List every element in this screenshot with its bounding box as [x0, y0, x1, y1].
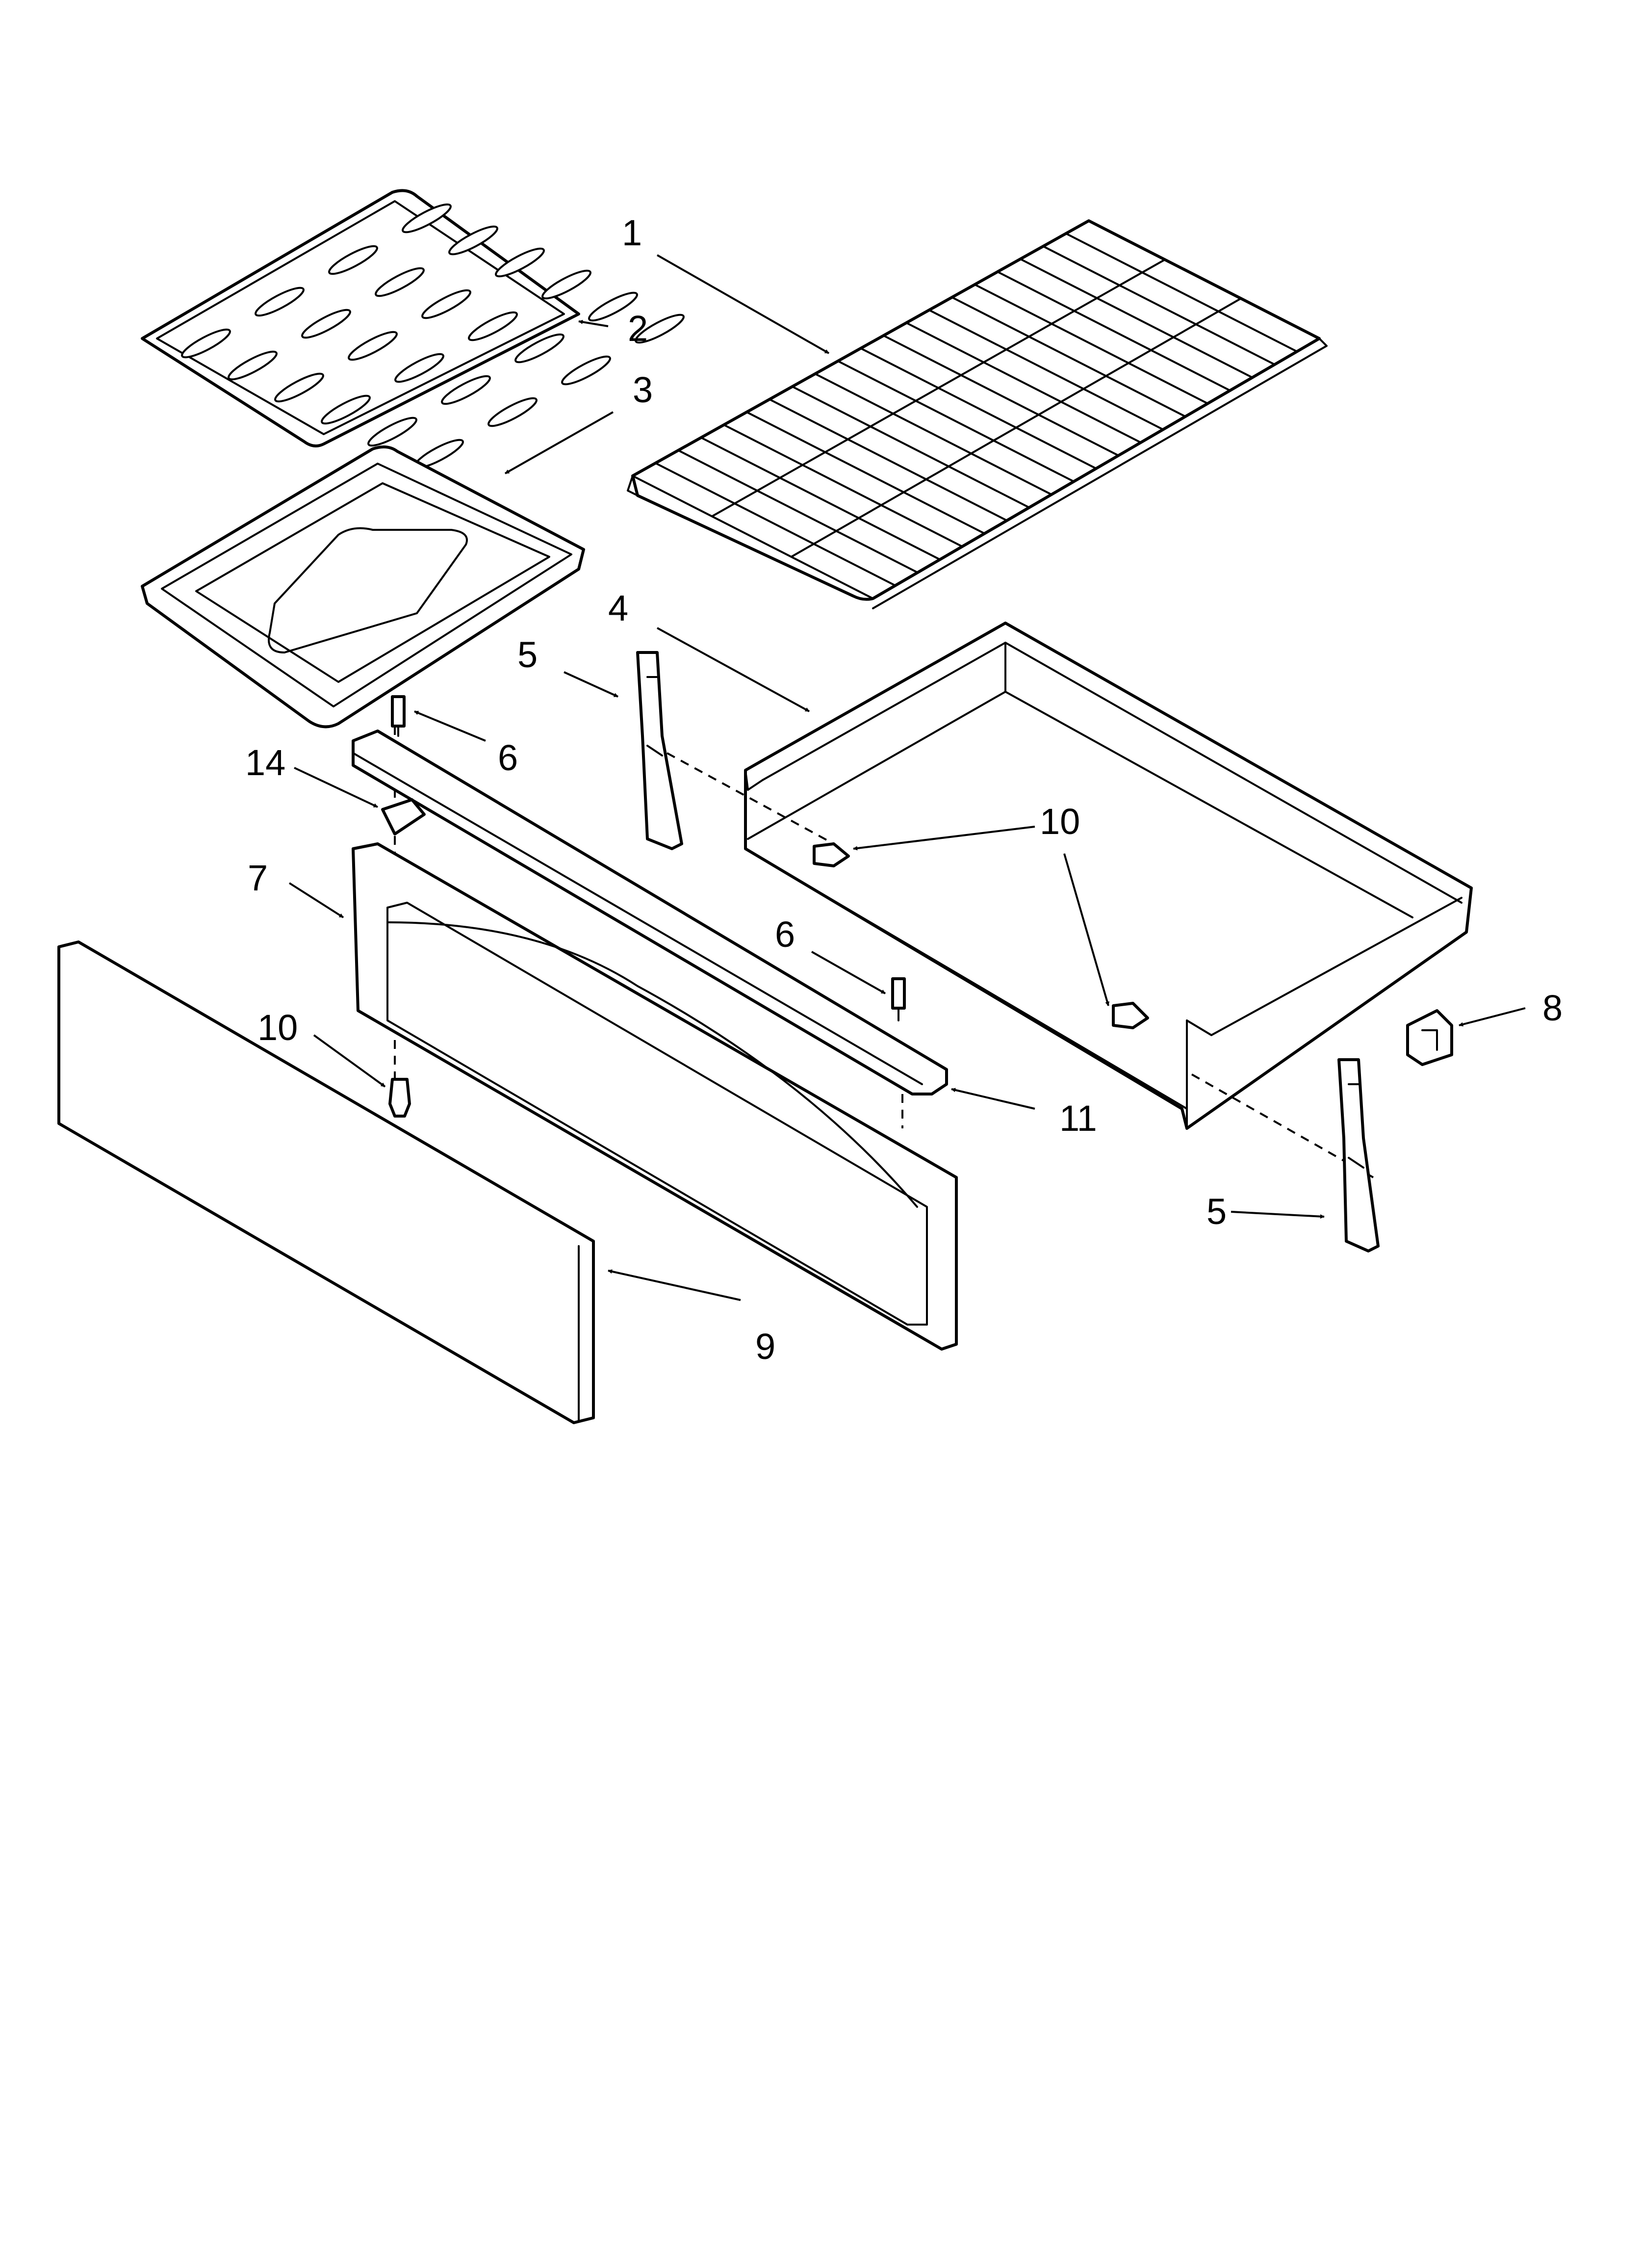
grid-slot — [274, 372, 324, 403]
callout-10-upper: 10 — [1040, 801, 1080, 842]
callout-3: 3 — [633, 369, 653, 410]
drawer-slide-left — [636, 651, 683, 850]
screw-front — [388, 1078, 411, 1118]
grid-slot — [367, 417, 417, 447]
rack-crossbar — [791, 297, 1242, 558]
rack-wire — [1088, 220, 1320, 339]
rack-wire — [1043, 245, 1275, 365]
rack-wire — [928, 309, 1164, 431]
callout-5-left: 5 — [517, 634, 538, 675]
stud-left — [391, 695, 406, 737]
rack-wire — [655, 462, 896, 587]
drawer-front — [352, 842, 958, 1351]
oven-rack — [627, 219, 1328, 609]
grid-slot — [468, 311, 518, 341]
callout-4: 4 — [608, 588, 628, 628]
callout-1: 1 — [622, 212, 642, 253]
grid-slot — [394, 353, 444, 383]
rack-wire — [906, 322, 1141, 443]
rack-wire — [951, 296, 1186, 417]
callout-8: 8 — [1542, 988, 1563, 1028]
rack-wire — [860, 347, 1097, 469]
rack-wire — [883, 335, 1119, 457]
rack-wire — [837, 360, 1075, 483]
drawer-pan — [744, 622, 1473, 1130]
callout-5-right: 5 — [1206, 1191, 1227, 1232]
screw-drawer-left — [813, 842, 850, 867]
clip — [1406, 1009, 1453, 1066]
drawer-slide-right — [1337, 1058, 1380, 1252]
grid-slot — [487, 397, 538, 427]
spacer — [381, 798, 426, 835]
grid-slot — [228, 350, 278, 381]
grid-slot — [402, 203, 452, 234]
broiler-pan — [141, 445, 585, 729]
handle-bar — [352, 730, 948, 1095]
callout-11: 11 — [1059, 1098, 1097, 1139]
callout-6-left: 6 — [498, 737, 518, 778]
callout-6-right: 6 — [775, 914, 795, 955]
callout-9: 9 — [755, 1326, 775, 1367]
grid-slot — [348, 331, 398, 361]
grid-slot — [421, 289, 471, 319]
grid-slot — [255, 287, 305, 317]
grid-slot — [375, 267, 425, 297]
grid-slot — [588, 291, 638, 322]
callout-10-front: 10 — [257, 1007, 298, 1048]
grid-slot — [514, 333, 564, 364]
rack-wire — [997, 271, 1231, 391]
grid-slot — [635, 313, 685, 344]
rack-wire — [1020, 258, 1253, 379]
rack-crossbar — [711, 259, 1166, 518]
grid-slot — [561, 355, 611, 386]
leader-lines — [288, 254, 1526, 1301]
rack-wire — [632, 475, 873, 600]
grid-slot — [495, 247, 545, 278]
grid-slot — [321, 394, 371, 425]
grid-slot — [181, 328, 231, 359]
callout-7: 7 — [248, 858, 268, 898]
rack-wire — [746, 411, 985, 535]
broiler-grid — [141, 189, 685, 469]
stud-right — [891, 977, 906, 1021]
callout-14: 14 — [245, 742, 285, 783]
rack-wire — [792, 386, 1030, 509]
rack-wire — [815, 373, 1052, 495]
drawer-panel — [57, 940, 595, 1424]
callouts: 1 2 3 4 5 5 6 6 7 8 9 10 10 11 14 — [245, 212, 1563, 1367]
rack-wire — [769, 398, 1007, 521]
grid-slot — [328, 245, 378, 275]
grid-slot — [541, 269, 591, 300]
rack-wire — [700, 437, 941, 561]
grid-slot — [448, 225, 498, 256]
screw-drawer-right — [1112, 1002, 1149, 1029]
grid-slot — [441, 375, 491, 405]
rack-wire — [1065, 233, 1298, 353]
rack-wire — [723, 424, 963, 547]
rack-wire — [974, 284, 1208, 405]
rack-wire — [678, 449, 918, 574]
grid-slot — [301, 309, 351, 339]
callout-2: 2 — [628, 308, 648, 349]
